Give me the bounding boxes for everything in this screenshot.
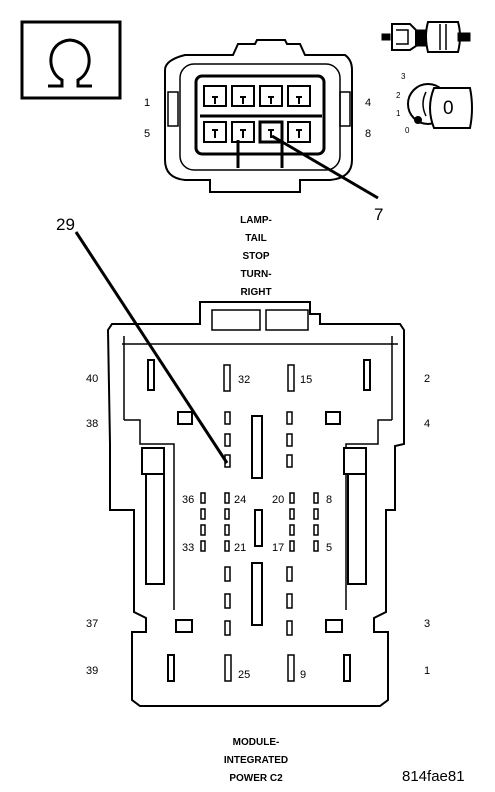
callout-line-7 [271, 134, 379, 200]
pin-label-20: 20 [272, 494, 284, 506]
caption-module: MODULE- [233, 737, 280, 748]
pin-label-37: 37 [86, 618, 98, 630]
ohmmeter-icon [20, 20, 122, 100]
pin-label-5-bottom: 5 [326, 542, 332, 554]
caption-turn: TURN- [240, 269, 271, 280]
pin-label-3: 3 [424, 618, 430, 630]
pin-label-2: 2 [424, 373, 430, 385]
connector-lamp-tail-stop-turn-right [164, 39, 353, 193]
pin-label-5: 5 [144, 128, 150, 140]
pin-label-36: 36 [182, 494, 194, 506]
key-position-2: 2 [396, 91, 401, 100]
pin-label-8: 8 [365, 128, 371, 140]
key-position-0: 0 [405, 126, 410, 135]
key-position-3: 3 [401, 72, 406, 81]
caption-power-c2: POWER C2 [229, 773, 283, 784]
ignition-key-icon [407, 83, 473, 129]
callout-line-29 [74, 231, 229, 464]
pin-label-9: 9 [300, 669, 306, 681]
pin-label-40: 40 [86, 373, 98, 385]
pin-label-4-bottom: 4 [424, 418, 430, 430]
pin-label-4: 4 [365, 97, 371, 109]
pin-label-39: 39 [86, 665, 98, 677]
key-position-label: 0 [443, 98, 454, 119]
connector-key-icon [381, 21, 471, 53]
pin-label-8-bottom: 8 [326, 494, 332, 506]
connector-module-integrated-power-c2 [106, 301, 405, 707]
caption-lamp: LAMP- [240, 215, 272, 226]
callout-29: 29 [56, 215, 75, 234]
pin-label-1: 1 [144, 97, 150, 109]
pin-label-33: 33 [182, 542, 194, 554]
caption-integrated: INTEGRATED [224, 755, 288, 766]
caption-stop: STOP [242, 251, 269, 262]
top-connector-terminals [203, 85, 311, 144]
pin-label-21: 21 [234, 542, 246, 554]
pin-label-15: 15 [300, 374, 312, 386]
caption-tail: TAIL [245, 233, 266, 244]
caption-right: RIGHT [240, 287, 271, 298]
pin-label-25: 25 [238, 669, 250, 681]
pin-label-38: 38 [86, 418, 98, 430]
callout-7: 7 [374, 205, 383, 224]
bottom-connector-cavities [200, 364, 319, 682]
key-position-1: 1 [396, 109, 401, 118]
pin-label-24: 24 [234, 494, 246, 506]
pin-label-1-bottom: 1 [424, 665, 430, 677]
figure-reference: 814fae81 [402, 768, 465, 785]
pin-label-17: 17 [272, 542, 284, 554]
pin-label-32: 32 [238, 374, 250, 386]
